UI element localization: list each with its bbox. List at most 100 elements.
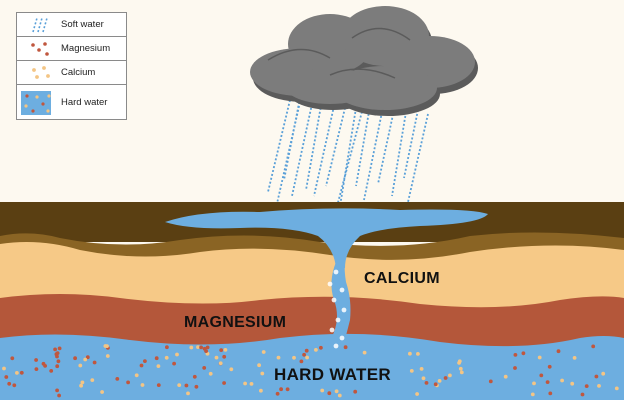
- magnesium-particle: [595, 375, 599, 379]
- calcium-particle: [531, 393, 535, 397]
- calcium-particle: [320, 389, 324, 393]
- magnesium-dots-icon: [23, 40, 53, 58]
- magnesium-particle: [55, 389, 59, 393]
- calcium-particle: [601, 372, 605, 376]
- calcium-particle: [460, 371, 464, 375]
- calcium-particle: [538, 356, 542, 360]
- seepage-dot: [340, 336, 345, 341]
- calcium-particle: [532, 382, 536, 386]
- magnesium-particle: [193, 375, 197, 379]
- calcium-particle: [615, 387, 619, 391]
- seepage-dot: [336, 318, 341, 323]
- calcium-particle: [186, 392, 190, 396]
- seepage-dot: [330, 328, 335, 333]
- calcium-particle: [277, 356, 281, 360]
- calcium-particle: [305, 356, 309, 360]
- calcium-particle: [83, 358, 87, 362]
- calcium-particle: [100, 390, 104, 394]
- seepage-dot: [328, 282, 333, 287]
- calcium-particle: [448, 374, 452, 378]
- magnesium-particle: [49, 369, 53, 373]
- magnesium-particle: [55, 355, 59, 359]
- magnesium-particle: [165, 345, 169, 349]
- legend-label-magnesium: Magnesium: [61, 43, 110, 54]
- calcium-particle: [314, 348, 318, 352]
- magnesium-particle: [444, 376, 448, 380]
- calcium-particle: [177, 383, 181, 387]
- legend: Soft water Magnesium Calcium: [16, 12, 127, 120]
- calcium-particle: [141, 383, 145, 387]
- calcium-particle: [189, 346, 193, 350]
- magnesium-particle: [204, 349, 208, 353]
- magnesium-particle: [57, 394, 61, 398]
- magnesium-particle: [7, 382, 11, 386]
- calcium-particle: [335, 389, 339, 393]
- calcium-particle: [157, 364, 161, 368]
- calcium-particle: [219, 361, 223, 365]
- calcium-particle: [570, 382, 574, 386]
- calcium-particle: [438, 379, 442, 383]
- magnesium-particle: [581, 393, 585, 397]
- magnesium-particle: [514, 353, 518, 357]
- calcium-particle: [257, 363, 261, 367]
- calcium-particle: [415, 392, 419, 396]
- calcium-particle: [420, 367, 424, 371]
- magnesium-layer-label: MAGNESIUM: [184, 314, 286, 332]
- magnesium-particle: [185, 384, 189, 388]
- hard-water-layer-label: HARD WATER: [274, 365, 391, 385]
- magnesium-particle: [302, 353, 306, 357]
- calcium-particle: [292, 356, 296, 360]
- calcium-particle: [459, 367, 463, 371]
- magnesium-particle: [57, 359, 61, 363]
- calcium-particle: [410, 369, 414, 373]
- magnesium-particle: [548, 365, 552, 369]
- calcium-particle: [165, 356, 169, 360]
- magnesium-particle: [202, 366, 206, 370]
- calcium-particle: [597, 384, 601, 388]
- seepage-dot: [340, 288, 345, 293]
- magnesium-particle: [143, 359, 147, 363]
- seepage-dot: [334, 270, 339, 275]
- calcium-particle: [229, 367, 233, 371]
- calcium-particle: [224, 348, 228, 352]
- calcium-particle: [560, 379, 564, 383]
- magnesium-particle: [546, 380, 550, 384]
- legend-label-hard-water: Hard water: [61, 97, 107, 108]
- magnesium-particle: [222, 381, 226, 385]
- legend-item-soft-water: Soft water: [17, 13, 126, 37]
- magnesium-particle: [591, 345, 595, 349]
- magnesium-particle: [279, 387, 283, 391]
- seepage-dot: [332, 298, 337, 303]
- calcium-particle: [250, 382, 254, 386]
- magnesium-particle: [10, 356, 14, 360]
- calcium-dots-icon: [23, 64, 53, 82]
- magnesium-particle: [539, 374, 543, 378]
- magnesium-particle: [55, 364, 59, 368]
- magnesium-particle: [327, 391, 331, 395]
- legend-item-calcium: Calcium: [17, 61, 126, 85]
- legend-label-soft-water: Soft water: [61, 19, 104, 30]
- hard-water-icon: [21, 91, 51, 115]
- calcium-particle: [573, 356, 577, 360]
- magnesium-particle: [319, 346, 323, 350]
- magnesium-particle: [53, 348, 57, 352]
- calcium-particle: [78, 364, 82, 368]
- calcium-particle: [243, 382, 247, 386]
- magnesium-particle: [557, 349, 561, 353]
- magnesium-particle: [585, 384, 589, 388]
- magnesium-particle: [115, 377, 119, 381]
- calcium-particle: [260, 372, 264, 376]
- calcium-layer-label: CALCIUM: [364, 270, 440, 288]
- magnesium-particle: [199, 346, 203, 350]
- calcium-particle: [90, 378, 94, 382]
- calcium-particle: [458, 359, 462, 363]
- magnesium-particle: [73, 356, 77, 360]
- magnesium-particle: [222, 355, 226, 359]
- soft-water-icon: [23, 16, 53, 34]
- legend-item-hard-water: Hard water: [17, 85, 126, 119]
- magnesium-particle: [58, 347, 62, 351]
- magnesium-particle: [20, 371, 24, 375]
- calcium-particle: [209, 372, 213, 376]
- magnesium-particle: [276, 392, 280, 396]
